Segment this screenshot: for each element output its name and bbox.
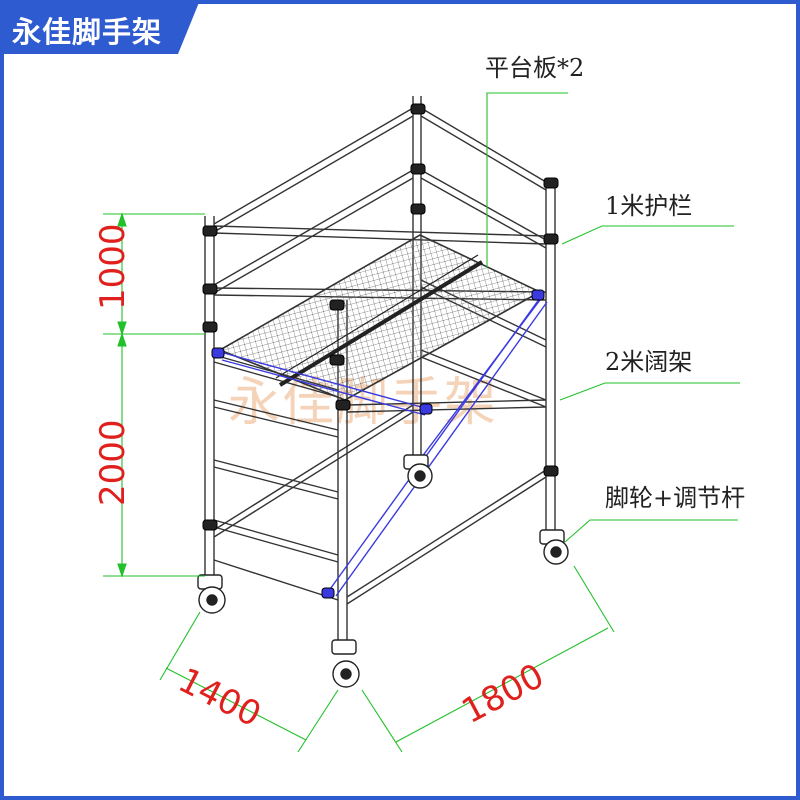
frame-rungs xyxy=(213,279,547,605)
label-casters: 脚轮+调节杆 xyxy=(605,484,745,512)
dimension-length: 1800 xyxy=(455,656,550,732)
dimension-height-top: 1000 xyxy=(93,223,133,310)
brand-badge xyxy=(0,0,200,54)
dimension-height-bottom: 2000 xyxy=(93,419,133,506)
caster-wheels xyxy=(197,454,569,688)
clamps xyxy=(202,103,559,599)
caster-back-left xyxy=(403,454,433,489)
caster-front-left xyxy=(197,574,226,614)
caster-front-right xyxy=(331,639,360,688)
caster-back-right xyxy=(539,529,569,565)
diagonal-bracing xyxy=(219,297,548,597)
leader-lines xyxy=(486,92,740,543)
brand-badge-text: 永佳脚手架 xyxy=(12,15,163,49)
dimension-width: 1400 xyxy=(172,660,267,735)
label-frame: 2米阔架 xyxy=(605,348,692,376)
label-guardrail: 1米护栏 xyxy=(605,192,692,220)
dimension-lines xyxy=(103,212,615,753)
label-platform-board: 平台板*2 xyxy=(485,54,584,82)
